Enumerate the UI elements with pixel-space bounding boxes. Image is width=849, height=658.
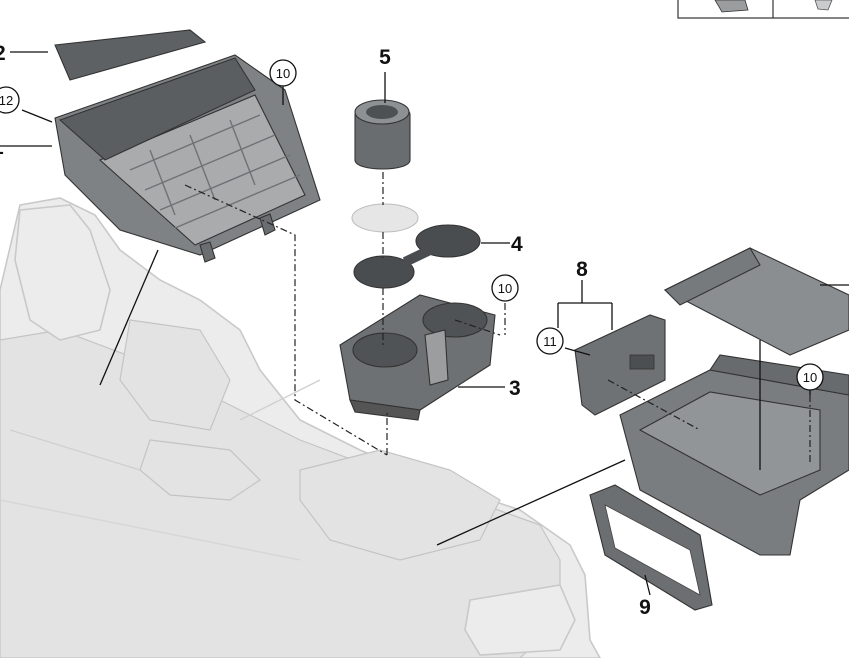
storage-bin — [619, 354, 849, 556]
callout-2: 2 — [0, 42, 6, 65]
svg-text:10: 10 — [276, 66, 290, 81]
spacer-disc — [351, 203, 419, 233]
callout-10-tray: 10 — [269, 59, 297, 87]
svg-text:11: 11 — [543, 334, 557, 349]
callout-4: 4 — [511, 233, 523, 256]
part-5-cupholder-insert — [354, 99, 411, 170]
callout-12: 12 — [0, 86, 20, 114]
part-4-cup-mat — [353, 224, 481, 289]
part-1-tray-module — [54, 54, 321, 263]
svg-text:10: 10 — [498, 281, 512, 296]
part-11-bracket — [574, 314, 666, 416]
callout-10-bin: 10 — [796, 363, 824, 391]
callout-1: 1 — [0, 136, 4, 159]
leader-lines — [0, 51, 849, 596]
inset-thumbnail-frame — [677, 0, 849, 19]
callout-5: 5 — [379, 46, 391, 69]
part-9-frame — [589, 484, 713, 611]
callout-10-cupholder: 10 — [491, 274, 519, 302]
part-3-cupholder — [339, 294, 496, 421]
callout-9: 9 — [639, 596, 651, 619]
svg-text:10: 10 — [803, 370, 817, 385]
center-console-housing — [0, 197, 601, 658]
callout-3: 3 — [509, 377, 521, 400]
callout-11: 11 — [536, 327, 564, 355]
assembly-lines — [184, 172, 811, 465]
part-2-cover-mat — [54, 29, 207, 81]
callout-8: 8 — [576, 258, 588, 281]
svg-text:12: 12 — [0, 93, 13, 108]
